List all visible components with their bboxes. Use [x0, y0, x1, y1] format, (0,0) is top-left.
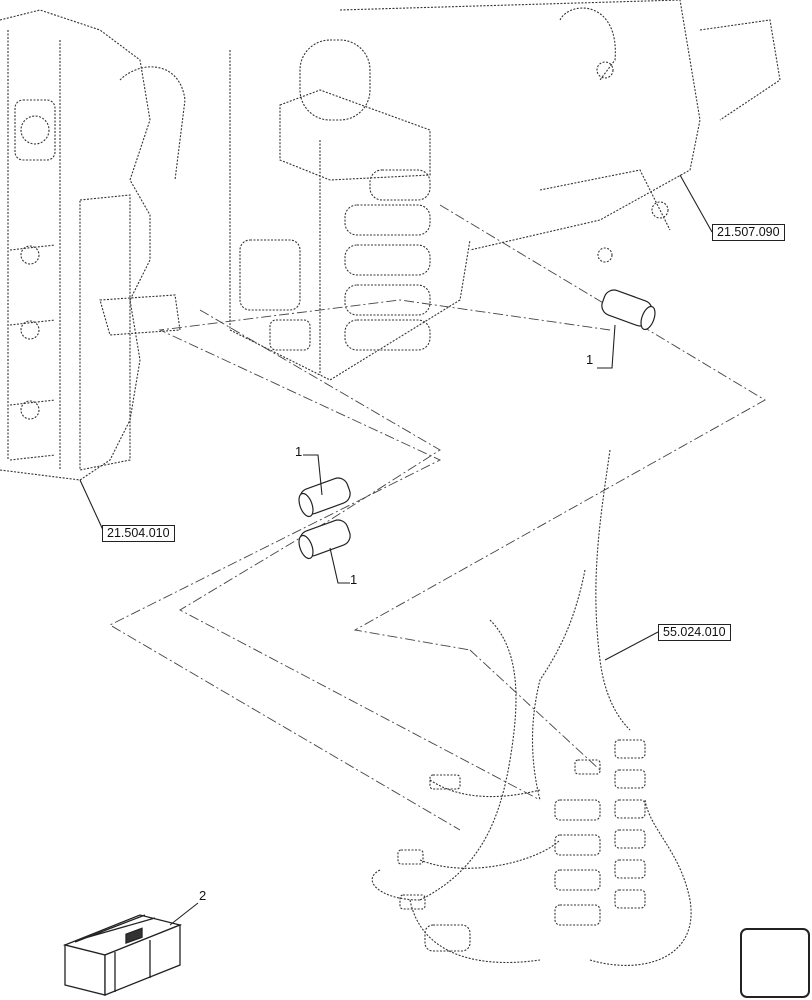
routing-lines — [109, 204, 766, 831]
pressure-sensors — [298, 289, 656, 560]
harness-connectors — [397, 739, 646, 952]
kit-crate — [62, 914, 183, 996]
wiring-harness — [371, 449, 692, 966]
transmission-housing-left — [0, 9, 186, 481]
pressure-sensor-bottom — [298, 519, 351, 560]
callout-1-top: 1 — [295, 444, 303, 459]
callout-1-bottom: 1 — [350, 572, 358, 587]
reference-leaders — [79, 174, 713, 926]
valve-spools — [239, 169, 431, 351]
callout-1-right: 1 — [586, 352, 594, 367]
next-page-button[interactable] — [740, 928, 810, 998]
ref-21-507-090[interactable]: 21.507.090 — [712, 224, 785, 241]
callout-2: 2 — [199, 888, 207, 903]
pressure-sensor-top — [298, 477, 351, 518]
pressure-sensor-right — [601, 289, 656, 331]
ref-55-024-010[interactable]: 55.024.010 — [658, 624, 731, 641]
ref-21-504-010[interactable]: 21.504.010 — [102, 525, 175, 542]
control-valve-block — [229, 0, 781, 381]
